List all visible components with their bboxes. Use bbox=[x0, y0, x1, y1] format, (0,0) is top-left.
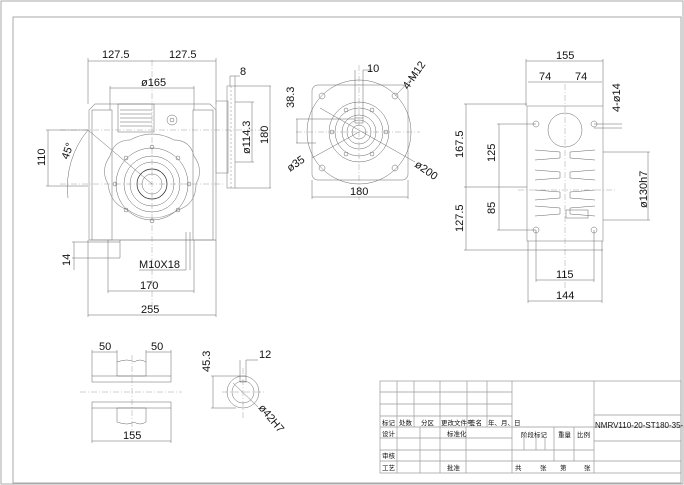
dim-half-width-left: 127.5 bbox=[102, 49, 130, 61]
output-flange bbox=[104, 133, 200, 219]
angle-arc bbox=[67, 129, 89, 199]
tb-header-date: 年、月、日 bbox=[488, 418, 521, 427]
dim-foot-spacing: 170 bbox=[140, 280, 158, 292]
tb-header-zone: 分区 bbox=[421, 418, 435, 427]
dim-base-thickness: 14 bbox=[61, 254, 73, 266]
tb-page: 第 bbox=[560, 463, 567, 472]
front-view: 127.5 127.5 ø165 110 45° 14 M10X18 170 2… bbox=[36, 49, 270, 317]
dim-lower-hole-height: 85 bbox=[486, 202, 498, 214]
title-block: 标记 处数 分区 更改文件号 签名 年、月、日 设计 标准化 审核 工艺 批准 … bbox=[379, 380, 684, 474]
tb-approval: 批准 bbox=[447, 463, 461, 472]
bolt-hole bbox=[318, 92, 326, 100]
dim-bolts: 4-M12 bbox=[401, 59, 429, 91]
tb-total: 共 bbox=[515, 463, 522, 472]
hollow-shaft-section: 50 50 155 bbox=[80, 341, 182, 443]
tb-process: 工艺 bbox=[382, 464, 396, 472]
tb-scale: 比例 bbox=[577, 430, 590, 439]
dim-lower-height: 127.5 bbox=[454, 204, 466, 232]
dim-bore-key-height: 45.3 bbox=[201, 351, 213, 372]
dim-hole-spacing: 115 bbox=[556, 269, 574, 281]
bore-section: 12 45.3 ø42H7 bbox=[201, 349, 286, 435]
dim-shaft-length: 155 bbox=[123, 430, 141, 442]
dim-right-hub: 50 bbox=[151, 341, 163, 353]
dim-input-flange-width: 180 bbox=[350, 186, 368, 198]
dim-pcd: ø200 bbox=[412, 159, 439, 183]
tb-sheets-label-2: 张 bbox=[584, 463, 591, 472]
end-view: 155 74 74 4-ø14 167.5 125 85 127.5 ø130h… bbox=[454, 50, 650, 303]
housing-outline bbox=[88, 103, 217, 241]
inner-border bbox=[12, 16, 682, 484]
input-flange-view: 10 4-M12 38.3 ø35 ø200 180 bbox=[285, 59, 440, 200]
tb-header-change-doc: 更改文件号 bbox=[441, 418, 474, 427]
dim-flange-size: 180 bbox=[259, 126, 271, 144]
dim-end-half-left: 74 bbox=[539, 71, 551, 83]
dim-bore-dia-h7: ø42H7 bbox=[256, 402, 286, 435]
dim-end-half-right: 74 bbox=[575, 71, 587, 83]
dim-pilot-dia: ø114.3 bbox=[241, 121, 253, 154]
side-flange-view: 8 ø114.3 180 bbox=[215, 66, 271, 189]
dim-upper-height: 167.5 bbox=[454, 130, 466, 158]
tb-header-count: 处数 bbox=[399, 418, 413, 427]
dim-output-dia: ø130h7 bbox=[638, 171, 650, 208]
tb-review: 审核 bbox=[382, 451, 396, 460]
worm-housing bbox=[117, 103, 155, 133]
dim-bore-dia: ø35 bbox=[285, 154, 307, 175]
dim-key-width: 10 bbox=[367, 63, 379, 75]
dim-base-width: 144 bbox=[556, 290, 574, 302]
tb-sheets-label: 张 bbox=[540, 463, 547, 472]
vent-plug-icon bbox=[166, 114, 178, 126]
tb-header-mark: 标记 bbox=[382, 418, 396, 427]
tb-weight: 重量 bbox=[558, 431, 572, 439]
tb-header-sign: 签名 bbox=[469, 418, 482, 427]
dim-flange-thickness: 8 bbox=[240, 66, 246, 78]
tb-stage-mark: 阶段标记 bbox=[521, 430, 548, 439]
tb-model-code: NMRV110-20-ST180-35-10 bbox=[595, 421, 684, 430]
dim-left-hub: 50 bbox=[99, 341, 111, 353]
dim-upper-hole-height: 125 bbox=[486, 144, 498, 162]
dim-overall-width: 255 bbox=[141, 304, 159, 316]
dim-angle: 45° bbox=[60, 141, 77, 161]
tb-standardization: 标准化 bbox=[447, 429, 467, 438]
dim-key-height: 38.3 bbox=[285, 87, 297, 108]
square-flange bbox=[311, 84, 409, 181]
dim-bore-key-width: 12 bbox=[259, 349, 271, 361]
tb-design: 设计 bbox=[382, 429, 396, 438]
dim-half-width-right: 127.5 bbox=[169, 49, 197, 61]
dim-center-height: 110 bbox=[36, 148, 48, 166]
dim-end-overall-width: 155 bbox=[556, 50, 574, 62]
dim-flange-dia: ø165 bbox=[141, 77, 166, 89]
dim-foot-thread: M10X18 bbox=[139, 259, 180, 271]
dim-mount-holes: 4-ø14 bbox=[611, 83, 623, 112]
